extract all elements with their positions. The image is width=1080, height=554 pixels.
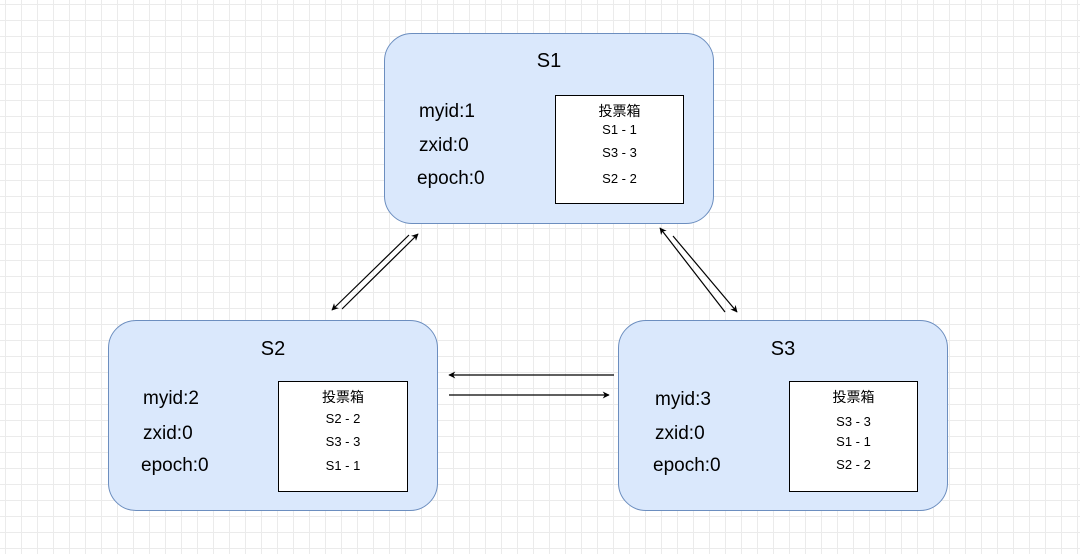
server-name: S2 [260,338,286,360]
ballot-box-title: 投票箱 [832,390,875,406]
vote-entry: S2 - 2 [602,171,637,186]
ballot-box-title: 投票箱 [598,104,641,120]
vote-entry: S3 - 3 [325,434,361,449]
server-name: S3 [770,338,796,360]
epoch-label: epoch:0 [141,455,209,476]
ballot-box-title: 投票箱 [322,390,364,406]
server-name: S1 [536,50,562,72]
zxid-label: zxid:0 [655,423,705,444]
epoch-label: epoch:0 [417,168,485,189]
vote-entry: S1 - 1 [325,458,361,473]
vote-entry: S1 - 1 [836,434,871,449]
myid-label: myid:2 [143,388,199,409]
myid-label: myid:1 [419,101,475,122]
arrow-s2-to-s1 [341,233,419,310]
vote-entry: S2 - 2 [836,457,871,472]
epoch-label: epoch:0 [653,455,721,476]
arrow-s3-to-s1 [659,227,726,313]
arrow-s1-to-s2 [331,234,410,311]
vote-entry: S3 - 3 [836,414,871,429]
vote-entry: S3 - 3 [602,145,637,160]
ballot-box: 投票箱 S3 - 3 S1 - 1 S2 - 2 [789,381,918,492]
server-node-s3: S3 myid:3 zxid:0 epoch:0 投票箱 S3 - 3 S1 -… [618,320,948,511]
server-node-s1: S1 myid:1 zxid:0 epoch:0 投票箱 S1 - 1 S3 -… [384,33,714,224]
zxid-label: zxid:0 [143,423,193,444]
vote-entry: S1 - 1 [602,122,637,137]
ballot-box: 投票箱 S2 - 2 S3 - 3 S1 - 1 [278,381,408,492]
server-node-s2: S2 myid:2 zxid:0 epoch:0 投票箱 S2 - 2 S3 -… [108,320,438,511]
ballot-box: 投票箱 S1 - 1 S3 - 3 S2 - 2 [555,95,684,204]
zxid-label: zxid:0 [419,135,469,156]
arrow-s1-to-s3 [672,235,738,313]
myid-label: myid:3 [655,389,711,410]
vote-entry: S2 - 2 [325,411,361,426]
